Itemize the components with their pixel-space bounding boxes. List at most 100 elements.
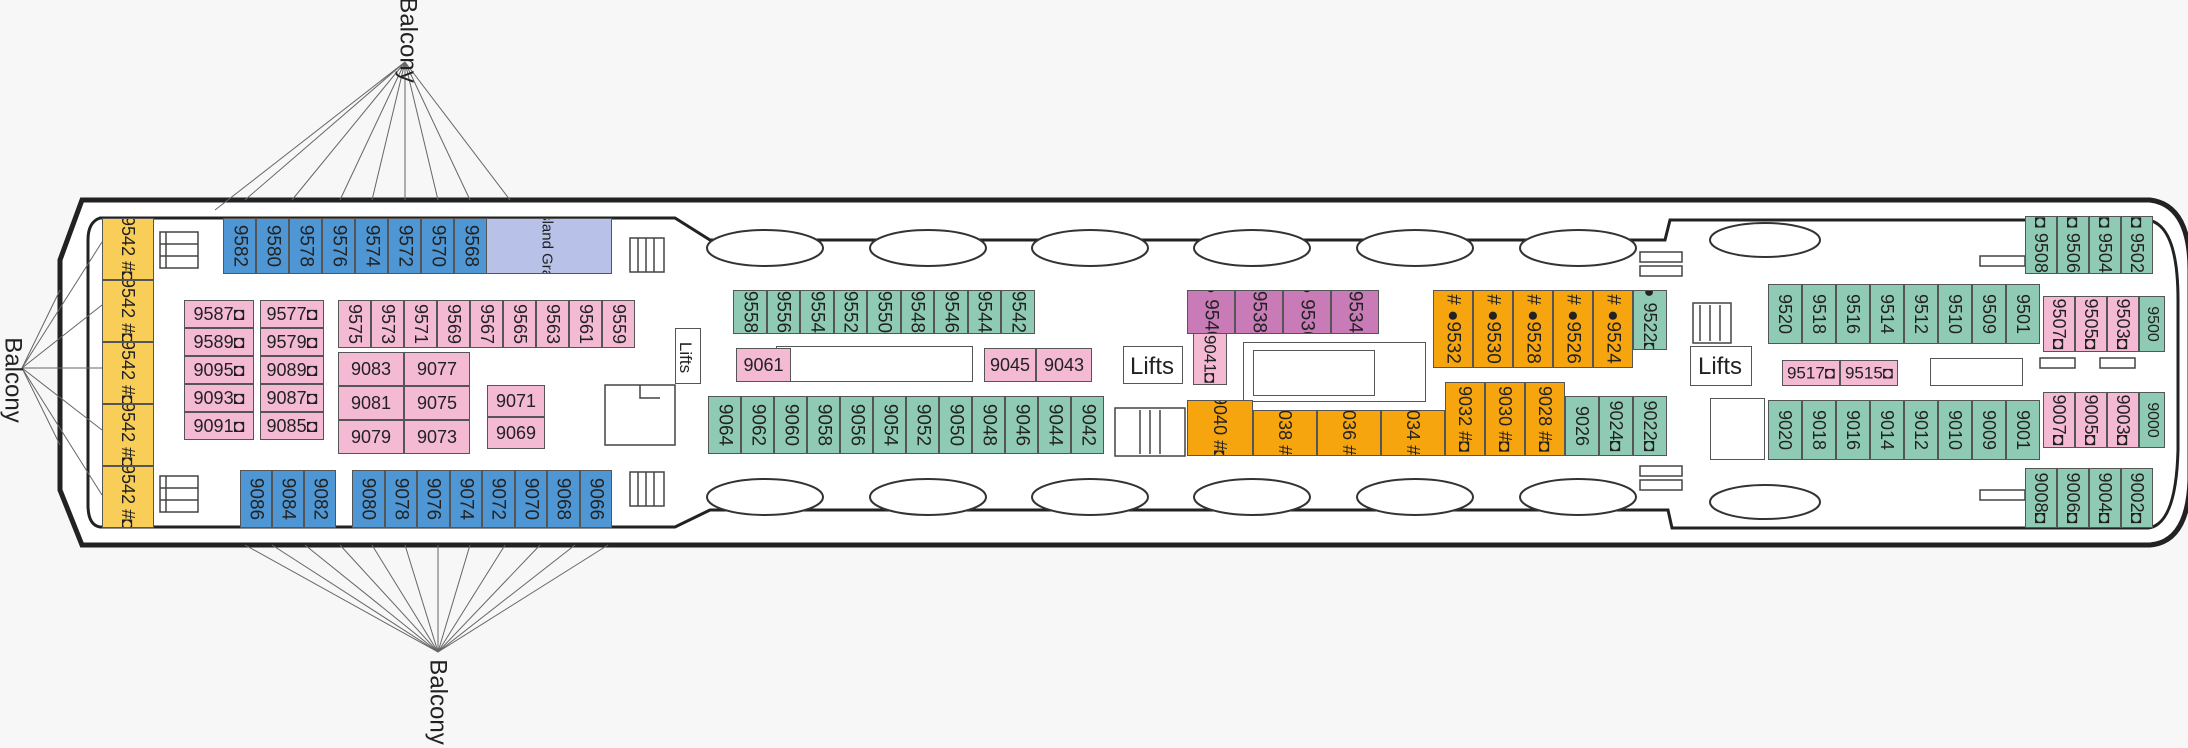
cabin-9569[interactable]: 9569 [437,300,470,348]
cabin-9506[interactable]: ◘ 9506 [2057,216,2089,274]
cabin-9007[interactable]: 9007◘ [2043,392,2075,448]
cabin-9084[interactable]: 9084 [272,470,304,528]
cabin-9580[interactable]: 9580 [256,218,289,274]
cabin-9582[interactable]: 9582 [223,218,256,274]
cabin-9589[interactable]: 9589◘ [184,328,254,356]
cabin-9083[interactable]: 9083 [338,352,404,386]
cabin-9046[interactable]: 9046 [1005,396,1038,454]
cabin-9066[interactable]: 9066 [579,470,612,528]
cabin-9518[interactable]: 9518 [1802,284,1836,344]
cabin-9548[interactable]: 9548 [900,290,934,334]
cabin-9576[interactable]: 9576 [322,218,355,274]
cabin-9522[interactable]: ● 9522◘ [1633,290,1667,350]
cabin-9504[interactable]: ◘ 9504 [2089,216,2121,274]
cabin-9060[interactable]: 9060 [774,396,807,454]
cabin-9022[interactable]: 9022◘ [1633,396,1667,456]
cabin-9045[interactable]: 9045 [984,348,1036,382]
cabin-9542[interactable]: 9542 #◘ [102,342,154,404]
cabin-9056[interactable]: 9056 [840,396,873,454]
cabin-9577[interactable]: 9577◘ [260,300,324,328]
cabin-9554[interactable]: 9554 [800,290,834,334]
cabin-9505[interactable]: 9505◘ [2075,296,2107,352]
cabin-9556[interactable]: 9556 [766,290,800,334]
cabin-9528[interactable]: # ●9528 [1513,290,1553,368]
cabin-9020[interactable]: 9020 [1768,400,1802,460]
cabin-9544[interactable]: 9544 [967,290,1001,334]
cabin-9068[interactable]: 9068 [547,470,580,528]
cabin-9024[interactable]: 9024◘ [1599,396,1633,456]
cabin-9064[interactable]: 9064 [708,396,741,454]
cabin-9038[interactable]: 9038 #◘ [1253,410,1317,456]
cabin-9542[interactable]: 9542 #◘ [102,404,154,466]
cabin-9074[interactable]: 9074 [449,470,482,528]
cabin-9052[interactable]: 9052 [906,396,939,454]
cabin-9086[interactable]: 9086 [240,470,272,528]
cabin-9526[interactable]: # ●9526 [1553,290,1593,368]
cabin-9510[interactable]: 9510 [1938,284,1972,344]
cabin-9575[interactable]: 9575 [338,300,371,348]
cabin-9004[interactable]: 9004◘ [2089,468,2121,528]
cabin-9087[interactable]: 9087◘ [260,384,324,412]
cabin-9073[interactable]: 9073 [404,420,470,454]
cabin-9002[interactable]: 9002◘ [2121,468,2153,528]
cabin-9003[interactable]: 9003◘ [2107,392,2139,448]
cabin-9008[interactable]: 9008◘ [2025,468,2057,528]
cabin-9054[interactable]: 9054 [873,396,906,454]
cabin-9552[interactable]: 9552 [833,290,867,334]
cabin-9524[interactable]: # ●9524 [1593,290,1633,368]
cabin-9558[interactable]: 9558 [733,290,767,334]
cabin-9075[interactable]: 9075 [404,386,470,420]
cabin-9573[interactable]: 9573 [371,300,404,348]
cabin-9071[interactable]: 9071 [487,385,545,417]
cabin-9587[interactable]: 9587◘ [184,300,254,328]
cabin-9018[interactable]: 9018 [1802,400,1836,460]
cabin-9044[interactable]: 9044 [1038,396,1071,454]
cabin-9512[interactable]: 9512 [1904,284,1938,344]
cabin-9012[interactable]: 9012 [1904,400,1938,460]
cabin-9001[interactable]: 9001 [2006,400,2040,460]
cabin-9534[interactable]: 9534 [1331,290,1379,334]
cabin-9574[interactable]: 9574 [355,218,388,274]
cabin-9014[interactable]: 9014 [1870,400,1904,460]
cabin-9570[interactable]: 9570 [421,218,454,274]
cabin-9093[interactable]: 9093◘ [184,384,254,412]
cabin-9542[interactable]: 9542 #◘ [102,280,154,342]
cabin-9501[interactable]: 9501 [2006,284,2040,344]
cabin-9542[interactable]: 9542 #◘ [102,218,154,280]
cabin-9009[interactable]: 9009 [1972,400,2006,460]
cabin-9507[interactable]: 9507◘ [2043,296,2075,352]
cabin-9502[interactable]: ◘ 9502 [2121,216,2153,274]
cabin-9077[interactable]: 9077 [404,352,470,386]
cabin-9082[interactable]: 9082 [304,470,336,528]
cabin-9070[interactable]: 9070 [514,470,547,528]
cabin-9546[interactable]: 9546 [934,290,968,334]
cabin-9091[interactable]: 9091◘ [184,412,254,440]
cabin-9572[interactable]: 9572 [388,218,421,274]
cabin-9000[interactable]: 9000 [2139,392,2165,448]
cabin-9542[interactable]: 9542 #◘ [102,466,154,528]
cabin-9030[interactable]: 9030 #◘ [1485,382,1525,456]
cabin-9508[interactable]: ◘ 9508 [2025,216,2057,274]
cabin-9040[interactable]: 9040 #◘ [1187,400,1253,456]
cabin-island-grand-suite[interactable]: # 9566 Island Grand Suite [482,218,612,274]
cabin-9095[interactable]: 9095◘ [184,356,254,384]
cabin-9520[interactable]: 9520 [1768,284,1802,344]
cabin-9036[interactable]: 9036 #◘ [1317,410,1381,456]
cabin-9058[interactable]: 9058 [807,396,840,454]
cabin-9538[interactable]: 9538 [1235,290,1283,334]
cabin-9559[interactable]: 9559 [602,300,635,348]
cabin-9042[interactable]: 9042 [1071,396,1104,454]
cabin-9062[interactable]: 9062 [741,396,774,454]
cabin-9061[interactable]: 9061 [736,348,791,382]
cabin-9500[interactable]: 9500 [2139,296,2165,352]
cabin-9532[interactable]: # ●9532 [1433,290,1473,368]
cabin-9561[interactable]: 9561 [569,300,602,348]
cabin-9043[interactable]: 9043 [1036,348,1092,382]
cabin-9540[interactable]: ● 9540 [1187,290,1235,334]
cabin-9578[interactable]: 9578 [289,218,322,274]
cabin-9542[interactable]: 9542 [1001,290,1035,334]
cabin-9550[interactable]: 9550 [867,290,901,334]
cabin-9085[interactable]: 9085◘ [260,412,324,440]
cabin-9516[interactable]: 9516 [1836,284,1870,344]
cabin-9076[interactable]: 9076 [417,470,450,528]
